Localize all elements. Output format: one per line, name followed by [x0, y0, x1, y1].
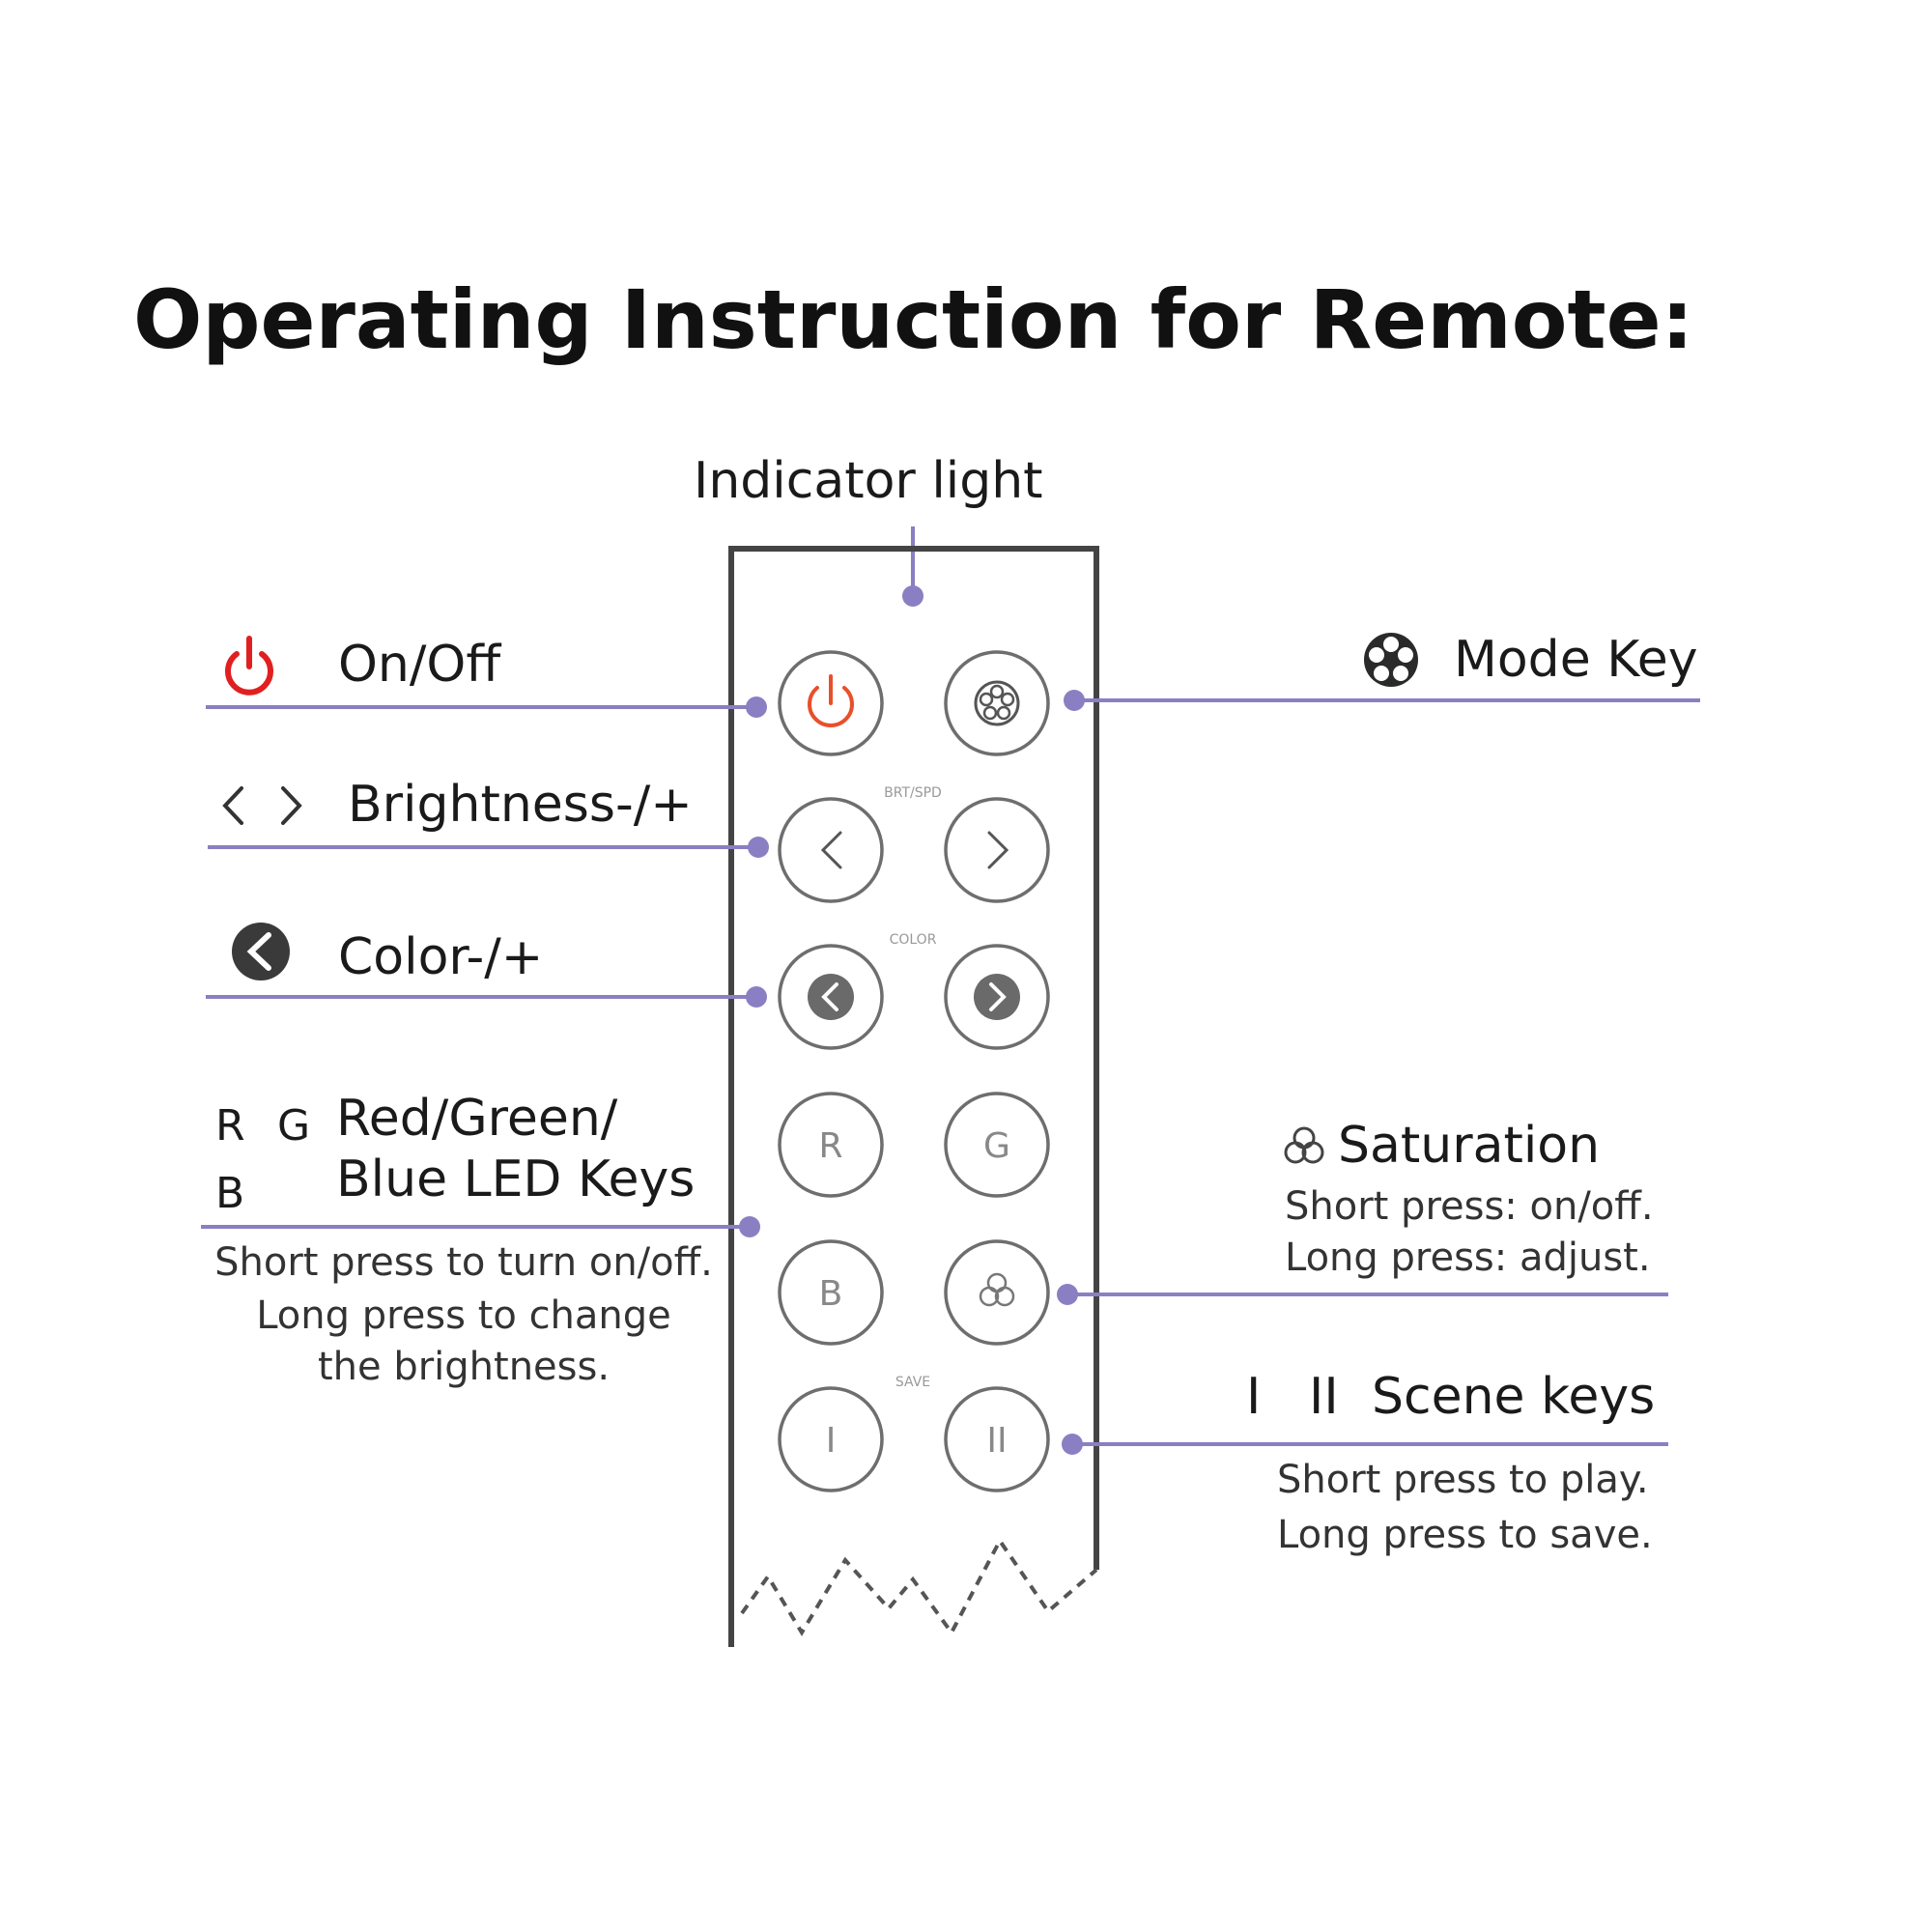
save-section-label: SAVE [895, 1375, 930, 1390]
color-right-icon [974, 974, 1020, 1020]
scene-legend-1: I [1246, 1368, 1261, 1426]
saturation-label: Saturation [1338, 1117, 1600, 1175]
scene-desc-line2: Long press to save. [1277, 1513, 1653, 1557]
indicator-light-label: Indicator light [694, 452, 1043, 510]
on-off-legend-icon [225, 636, 273, 696]
saturation-icon [979, 1272, 1015, 1307]
color-plus-button[interactable] [944, 944, 1050, 1050]
rgb-legend-r: R [215, 1101, 245, 1151]
on-off-dot [746, 696, 767, 718]
rgb-label-line1: Red/Green/ [336, 1090, 618, 1148]
scene-2-button[interactable]: II [944, 1386, 1050, 1492]
color-legend-icon [232, 923, 290, 980]
color-left-icon [808, 974, 854, 1020]
red-button[interactable]: R [778, 1092, 884, 1198]
saturation-dot [1057, 1284, 1078, 1305]
green-button-label: G [983, 1126, 1010, 1166]
scene-desc-line1: Short press to play. [1277, 1458, 1649, 1502]
power-icon [808, 674, 854, 727]
mode-icon [974, 680, 1020, 726]
scene-1-button-label: I [826, 1421, 837, 1461]
mode-button[interactable] [944, 650, 1050, 756]
power-button[interactable] [778, 650, 884, 756]
rgb-desc-line2: Long press to change [256, 1293, 671, 1338]
saturation-legend-icon [1284, 1126, 1324, 1164]
rgb-dot [739, 1216, 760, 1237]
rgb-desc-line3: the brightness. [318, 1345, 610, 1389]
page-title: Operating Instruction for Remote: [133, 272, 1693, 367]
scene-keys-dot [1062, 1434, 1083, 1455]
brightness-label: Brightness-/+ [348, 776, 693, 834]
rgb-label-line2: Blue LED Keys [336, 1151, 695, 1208]
saturation-button[interactable] [944, 1239, 1050, 1346]
brightness-plus-button[interactable] [944, 797, 1050, 903]
brightness-dot [748, 837, 769, 858]
red-button-label: R [818, 1126, 842, 1166]
rgb-legend-b: B [215, 1169, 244, 1218]
saturation-desc-line2: Long press: adjust. [1285, 1236, 1651, 1280]
mode-key-dot [1064, 690, 1085, 711]
scene-keys-label: Scene keys [1372, 1368, 1655, 1426]
color-label: Color-/+ [338, 928, 543, 986]
scene-legend-2: II [1309, 1368, 1339, 1426]
brt-spd-section-label: BRT/SPD [884, 785, 942, 801]
brightness-legend-icons [222, 786, 302, 825]
color-minus-button[interactable] [778, 944, 884, 1050]
blue-button-label: B [819, 1274, 843, 1314]
mode-legend-icon [1364, 633, 1418, 687]
indicator-dot [902, 585, 923, 607]
blue-button[interactable]: B [778, 1239, 884, 1346]
on-off-label: On/Off [338, 636, 501, 694]
rgb-legend-g: G [277, 1101, 310, 1151]
brightness-minus-button[interactable] [778, 797, 884, 903]
color-dot [746, 986, 767, 1008]
scene-1-button[interactable]: I [778, 1386, 884, 1492]
chevron-left-icon [820, 831, 842, 869]
green-button[interactable]: G [944, 1092, 1050, 1198]
scene-2-button-label: II [986, 1421, 1007, 1461]
mode-key-label: Mode Key [1454, 631, 1697, 689]
color-section-label: COLOR [890, 932, 937, 948]
rgb-desc-line1: Short press to turn on/off. [214, 1240, 713, 1285]
remote-body [728, 546, 1099, 1647]
chevron-right-icon [987, 831, 1009, 869]
saturation-desc-line1: Short press: on/off. [1285, 1184, 1654, 1229]
